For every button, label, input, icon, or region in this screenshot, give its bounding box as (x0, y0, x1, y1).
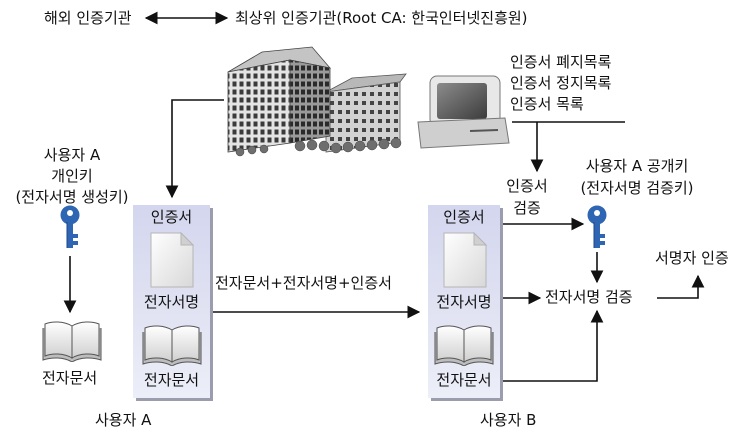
computer-icon (417, 75, 510, 149)
open-book-icon (434, 325, 494, 366)
user-b-package-panel: 인증서 전자서명 전자문서 (428, 205, 500, 398)
document-page-icon (150, 232, 194, 288)
user-a-caption: 사용자 A (95, 411, 152, 429)
panel-b-signature-label: 전자서명 (436, 293, 492, 311)
panel-a-signature-label: 전자서명 (143, 293, 200, 311)
office-building-icon (227, 46, 407, 157)
public-key-label: 사용자 A 공개키 (585, 157, 689, 175)
signature-verify-label: 전자서명 검증 (545, 288, 633, 306)
transfer-label: 전자문서+전자서명+인증서 (215, 274, 392, 292)
open-book-icon (142, 325, 202, 366)
revocation-list-label: 인증서 폐지목록 (510, 53, 612, 71)
root-ca-label: 최상위 인증기관(Root CA: 한국인터넷진흥원) (235, 9, 528, 27)
panel-a-document-label: 전자문서 (143, 371, 200, 389)
foreign-ca-label: 해외 인증기관 (44, 9, 132, 27)
cert-verify-label-1: 인증서 (506, 177, 548, 195)
document-page-icon (443, 232, 487, 288)
user-a-private-key-desc: (전자서명 생성키) (15, 188, 129, 206)
panel-b-document-label: 전자문서 (436, 371, 492, 389)
user-a-document-label: 전자문서 (42, 369, 98, 387)
private-key-icon (60, 205, 80, 249)
public-key-desc: (전자서명 검증키) (580, 179, 694, 197)
user-a-package-panel: 인증서 전자서명 전자문서 (133, 205, 210, 398)
certificate-list-label: 인증서 목록 (510, 95, 584, 113)
user-a-private-key-label: 개인키 (51, 167, 93, 185)
suspension-list-label: 인증서 정지목록 (510, 74, 612, 92)
signer-auth-label: 서명자 인증 (655, 249, 729, 267)
user-a-key-owner: 사용자 A (43, 146, 101, 164)
cert-verify-label-2: 검증 (513, 199, 541, 217)
arrow-verify-to-signer-auth (657, 274, 705, 299)
open-book-icon (42, 321, 102, 362)
arrow-root-to-user-a-certificate (165, 99, 224, 199)
panel-a-certificate-label: 인증서 (150, 208, 193, 226)
public-key-icon (587, 205, 607, 249)
user-b-caption: 사용자 B (480, 411, 537, 429)
arrow-document-to-verify (500, 309, 604, 382)
panel-b-certificate-label: 인증서 (443, 208, 485, 226)
